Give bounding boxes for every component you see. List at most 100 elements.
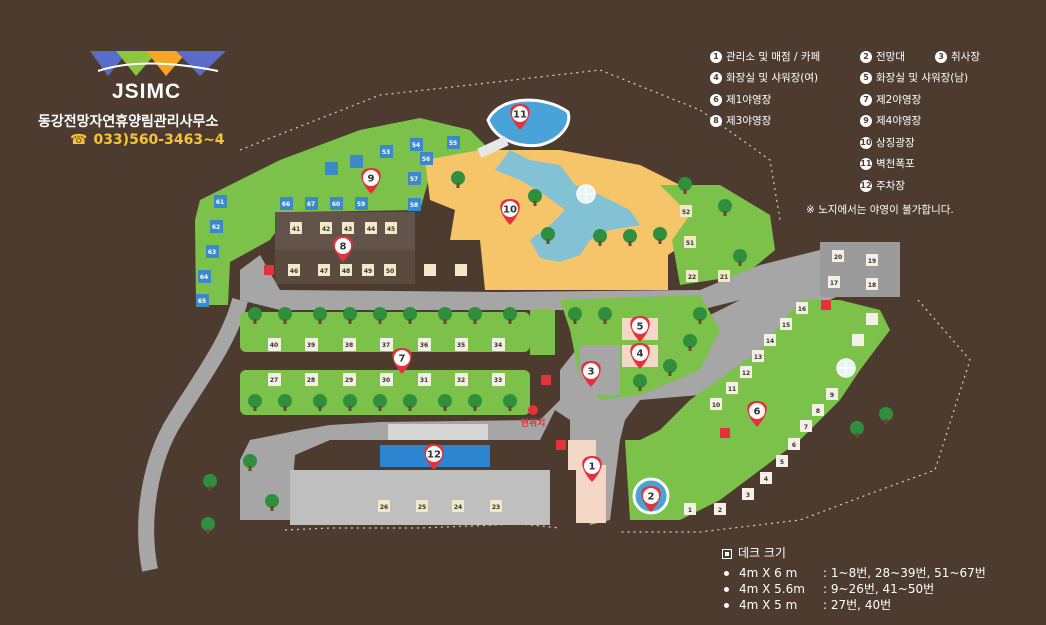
telephone-icon: ☎ (70, 132, 88, 148)
deck-number: 51 (686, 240, 694, 247)
deck-number: 57 (410, 176, 418, 183)
deck-number: 18 (868, 282, 876, 289)
deck-number: 48 (342, 268, 350, 275)
deck-number: 40 (270, 342, 278, 349)
deck-number: 16 (798, 306, 806, 313)
deck-number: 35 (457, 342, 465, 349)
deck-number: 45 (387, 226, 395, 233)
deck-size-row: 4m X 6 m: 1~8번, 28~39번, 51~67번 (722, 565, 986, 581)
deck-number: 2 (718, 507, 722, 514)
deck-number: 67 (307, 201, 315, 208)
deck-number: 28 (307, 377, 315, 384)
marker-label: 7 (399, 354, 406, 365)
deck-number: 26 (380, 504, 388, 511)
deck-size-row: 4m X 5 m: 27번, 40번 (722, 597, 986, 613)
deck-number: 8 (816, 408, 820, 415)
logo-text: JSIMC (112, 80, 182, 103)
deck-number: 64 (200, 274, 208, 281)
deck-number: 39 (307, 342, 315, 349)
deck-number: 41 (292, 226, 300, 233)
deck-number: 34 (494, 342, 502, 349)
waterfall-pond (486, 98, 571, 148)
deck-number: 56 (422, 156, 430, 163)
current-location-label: 현위치 (521, 417, 546, 429)
bridge (477, 136, 509, 158)
deck-number: 17 (830, 280, 838, 287)
deck-number: 15 (782, 322, 790, 329)
zone-8-decks (288, 222, 467, 276)
deck-number: 50 (386, 268, 394, 275)
marker-label: 12 (427, 450, 441, 461)
camping-notice: ※ 노지에서는 야영이 불가합니다. (806, 204, 954, 216)
deck-number: 5 (780, 459, 784, 466)
marker-label: 6 (754, 407, 761, 418)
deck-number: 30 (382, 377, 390, 384)
marker-label: 5 (637, 322, 644, 333)
deck-number: 9 (830, 392, 834, 399)
snowflake-icons (576, 184, 856, 378)
deck-number: 25 (418, 504, 426, 511)
boundary-line-right (620, 299, 971, 533)
deck-number: 19 (868, 258, 876, 265)
bottom-decks (378, 500, 502, 512)
deck-number: 52 (682, 209, 690, 216)
deck-number: 22 (688, 274, 696, 281)
deck-number: 14 (766, 338, 774, 345)
deck-number: 23 (492, 504, 500, 511)
plaza-side-decks (680, 205, 730, 282)
deck-number: 61 (216, 199, 224, 206)
marker-label: 11 (513, 110, 527, 121)
deck-size-legend: 데크 크기 4m X 6 m: 1~8번, 28~39번, 51~67번 4m … (722, 544, 986, 613)
marker-label: 8 (340, 242, 347, 253)
deck-number: 37 (382, 342, 390, 349)
organization-name: 동강전망자연휴양림관리사무소 (38, 114, 219, 130)
marker-label: 2 (648, 492, 655, 503)
current-location-icon (528, 405, 538, 415)
deck-number: 32 (457, 377, 465, 384)
zone-9-decks (196, 136, 460, 307)
deck-number: 42 (322, 226, 330, 233)
marker-label: 10 (503, 205, 517, 216)
marker-label: 4 (637, 349, 644, 360)
deck-number: 65 (198, 298, 206, 305)
zone-7-decks (268, 338, 505, 386)
access-road (138, 297, 248, 572)
boundary-line-bottom (284, 523, 561, 531)
deck-number: 21 (720, 274, 728, 281)
deck-number: 12 (742, 370, 750, 377)
deck-number: 13 (754, 354, 762, 361)
jsimc-logo (90, 51, 226, 76)
deck-number: 44 (367, 226, 375, 233)
deck-number: 24 (454, 504, 462, 511)
deck-size-title: 데크 크기 (738, 546, 786, 560)
deck-number: 47 (320, 268, 328, 275)
deck-number: 54 (412, 142, 420, 149)
deck-number: 58 (410, 202, 418, 209)
zone-9-area (195, 118, 490, 305)
deck-number: 59 (357, 201, 365, 208)
deck-number: 66 (282, 201, 290, 208)
deck-number: 29 (345, 377, 353, 384)
deck-number: 36 (420, 342, 428, 349)
deck-number: 49 (364, 268, 372, 275)
deck-number: 46 (290, 268, 298, 275)
deck-number: 53 (382, 149, 390, 156)
marker-label: 1 (589, 462, 596, 473)
deck-number: 1 (688, 507, 692, 514)
square-icon (722, 548, 732, 559)
deck-number: 10 (712, 402, 720, 409)
top-right-decks (828, 250, 878, 290)
deck-number: 3 (746, 492, 750, 499)
